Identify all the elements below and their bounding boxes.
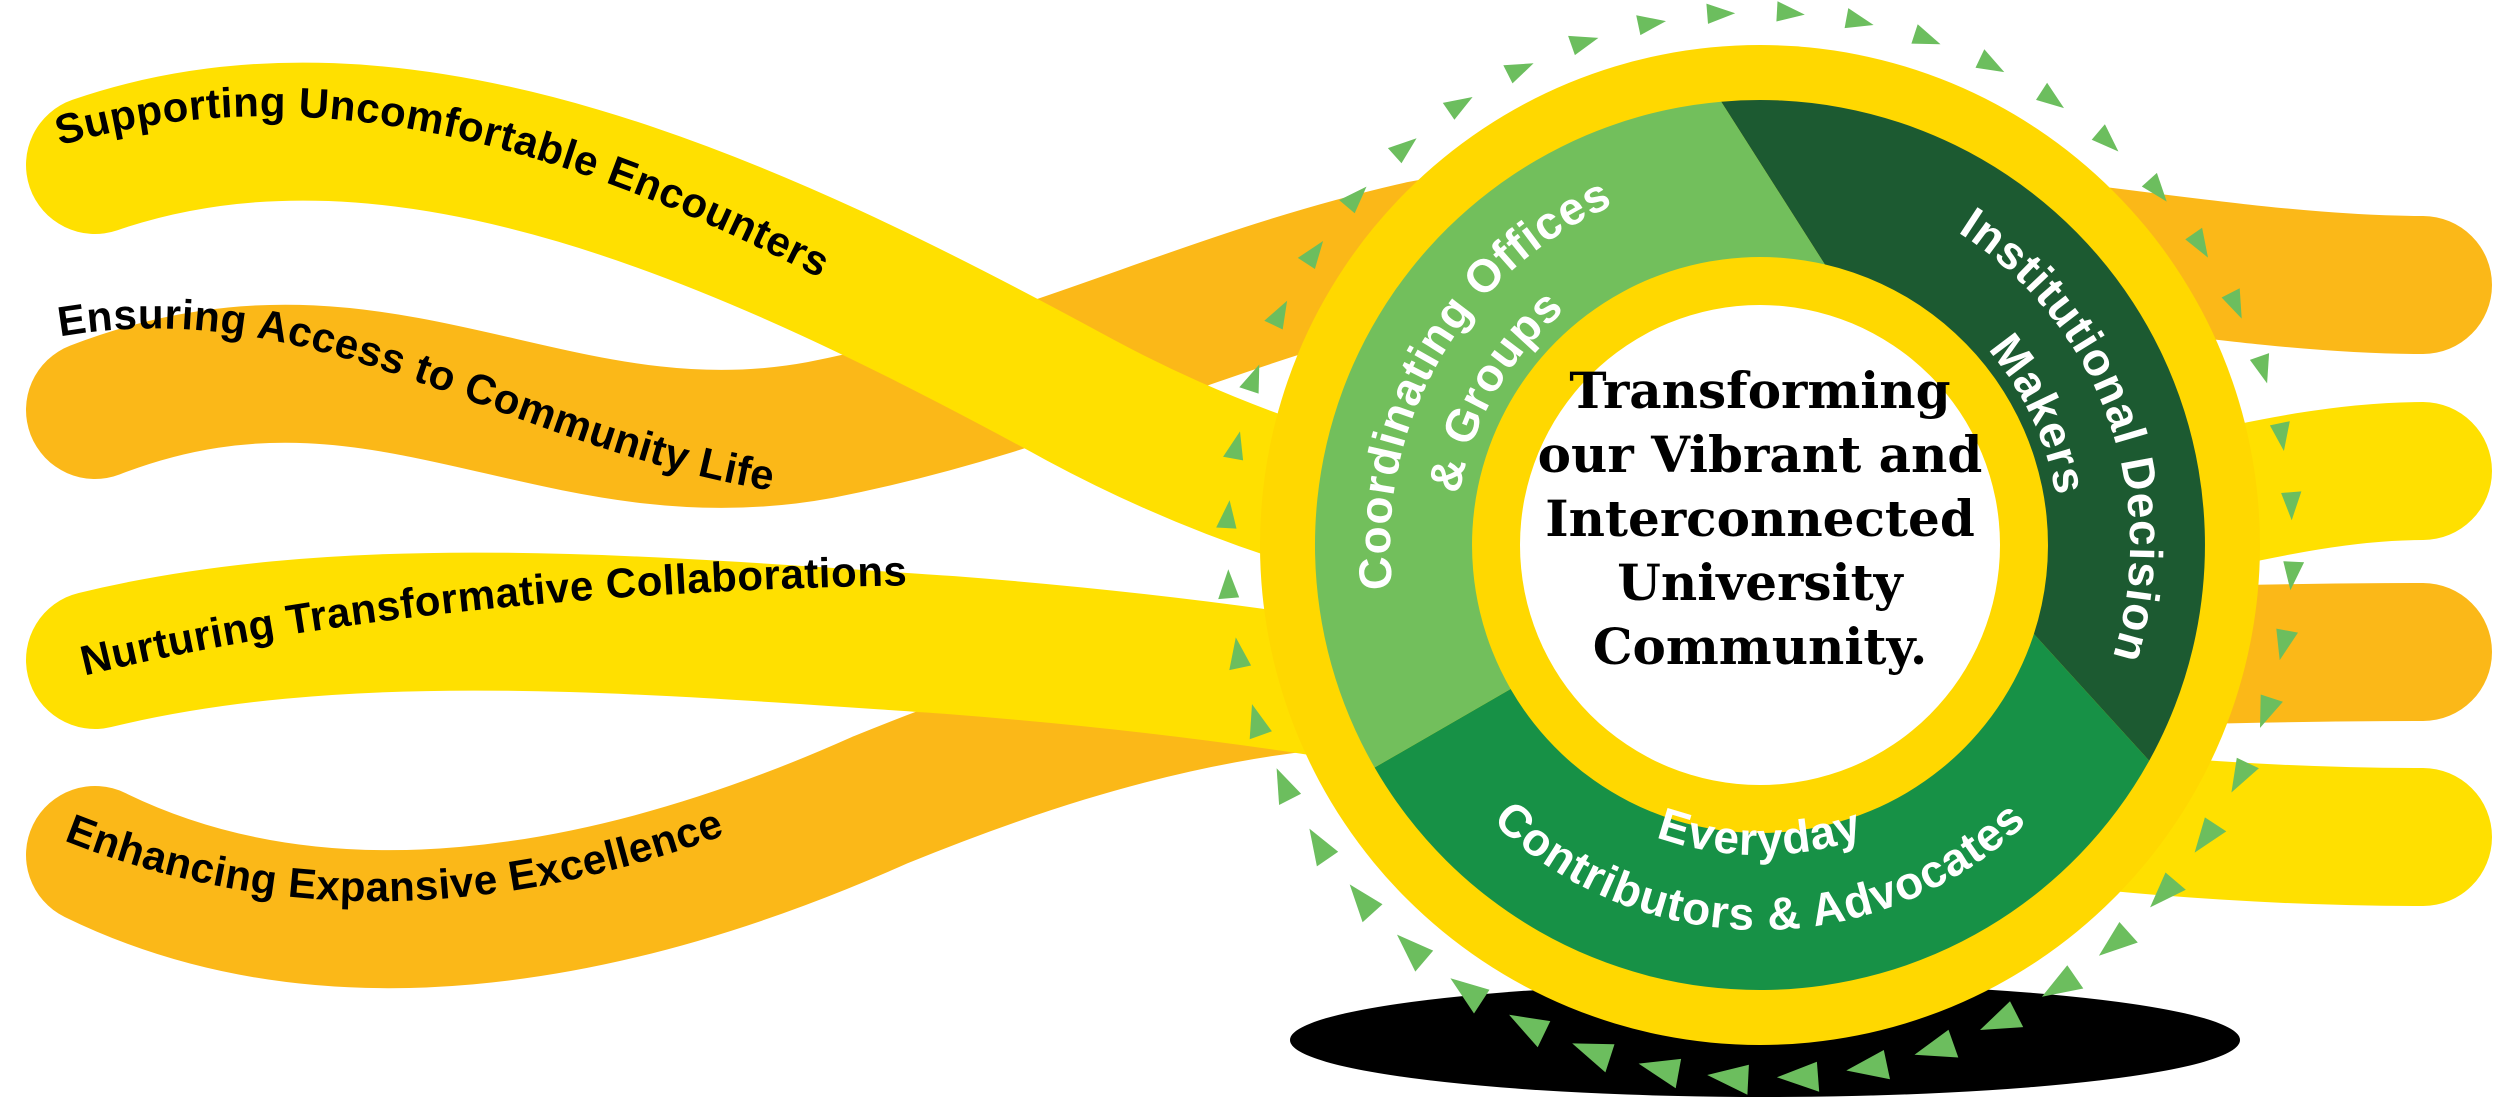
segment-everyday-contributors (1374, 634, 2150, 990)
direction-triangle (1397, 934, 1434, 972)
center-line-5: Community. (1593, 617, 1927, 676)
center-line-1: Transforming (1569, 361, 1950, 420)
direction-triangle (1706, 3, 1736, 24)
direction-triangle (1776, 1061, 1820, 1092)
direction-triangle (1339, 186, 1367, 214)
direction-triangle (2141, 172, 2167, 202)
direction-triangle (1509, 1014, 1551, 1048)
direction-triangle (1572, 1043, 1615, 1073)
direction-triangle (1707, 1064, 1749, 1095)
direction-triangle (1249, 704, 1272, 740)
direction-triangle (1264, 300, 1288, 330)
direction-triangle (1636, 15, 1666, 36)
direction-triangle (2283, 561, 2305, 591)
direction-triangle (2041, 965, 2084, 997)
center-line-4: University (1617, 553, 1904, 612)
segment-coordinating-offices (1314, 101, 1825, 768)
direction-triangle (2221, 288, 2242, 319)
direction-triangle (1914, 1029, 1959, 1058)
direction-triangle (1975, 49, 2005, 73)
direction-triangle (1239, 364, 1260, 394)
direction-triangle (1846, 1050, 1890, 1080)
direction-triangle (2249, 353, 2270, 384)
direction-triangle (1638, 1058, 1682, 1089)
direction-triangle (1568, 35, 1599, 56)
direction-triangle (1450, 978, 1490, 1014)
direction-triangle (1349, 884, 1383, 923)
direction-triangle (2281, 491, 2302, 521)
direction-triangle (1387, 138, 1417, 164)
direction-triangle (2036, 82, 2064, 109)
direction-triangle (1218, 569, 1240, 600)
direction-triangle (1309, 828, 1339, 867)
direction-triangle (2091, 124, 2119, 152)
direction-triangle (1223, 431, 1244, 461)
direction-triangle (1442, 97, 1473, 120)
direction-triangle (2185, 227, 2208, 258)
direction-triangle (2231, 757, 2259, 793)
direction-triangle (1229, 637, 1252, 671)
direction-triangle (2269, 421, 2290, 451)
direction-triangle (2150, 872, 2186, 908)
direction-triangle (1216, 500, 1237, 529)
direction-triangle (2194, 817, 2227, 853)
direction-triangle (1911, 24, 1941, 45)
direction-triangle-ring (1216, 1, 2305, 1095)
direction-triangle (1980, 1001, 2024, 1030)
center-line-2: our Vibrant and (1538, 425, 1983, 484)
direction-triangle (1276, 768, 1302, 805)
direction-triangle (1844, 8, 1874, 29)
segment-institutional-decision-makers (1721, 100, 2205, 761)
direction-triangle (1503, 63, 1534, 84)
community-wheel (1260, 45, 2260, 1045)
direction-triangle (2260, 694, 2283, 728)
center-white-disc (1520, 305, 2000, 785)
direction-triangle (2276, 628, 2298, 661)
direction-triangle (1297, 241, 1324, 269)
center-statement: Transforming our Vibrant and Interconnec… (1538, 361, 1983, 676)
center-line-3: Interconnected (1545, 489, 1975, 548)
direction-triangle (1776, 1, 1805, 22)
direction-triangle (2098, 922, 2138, 956)
